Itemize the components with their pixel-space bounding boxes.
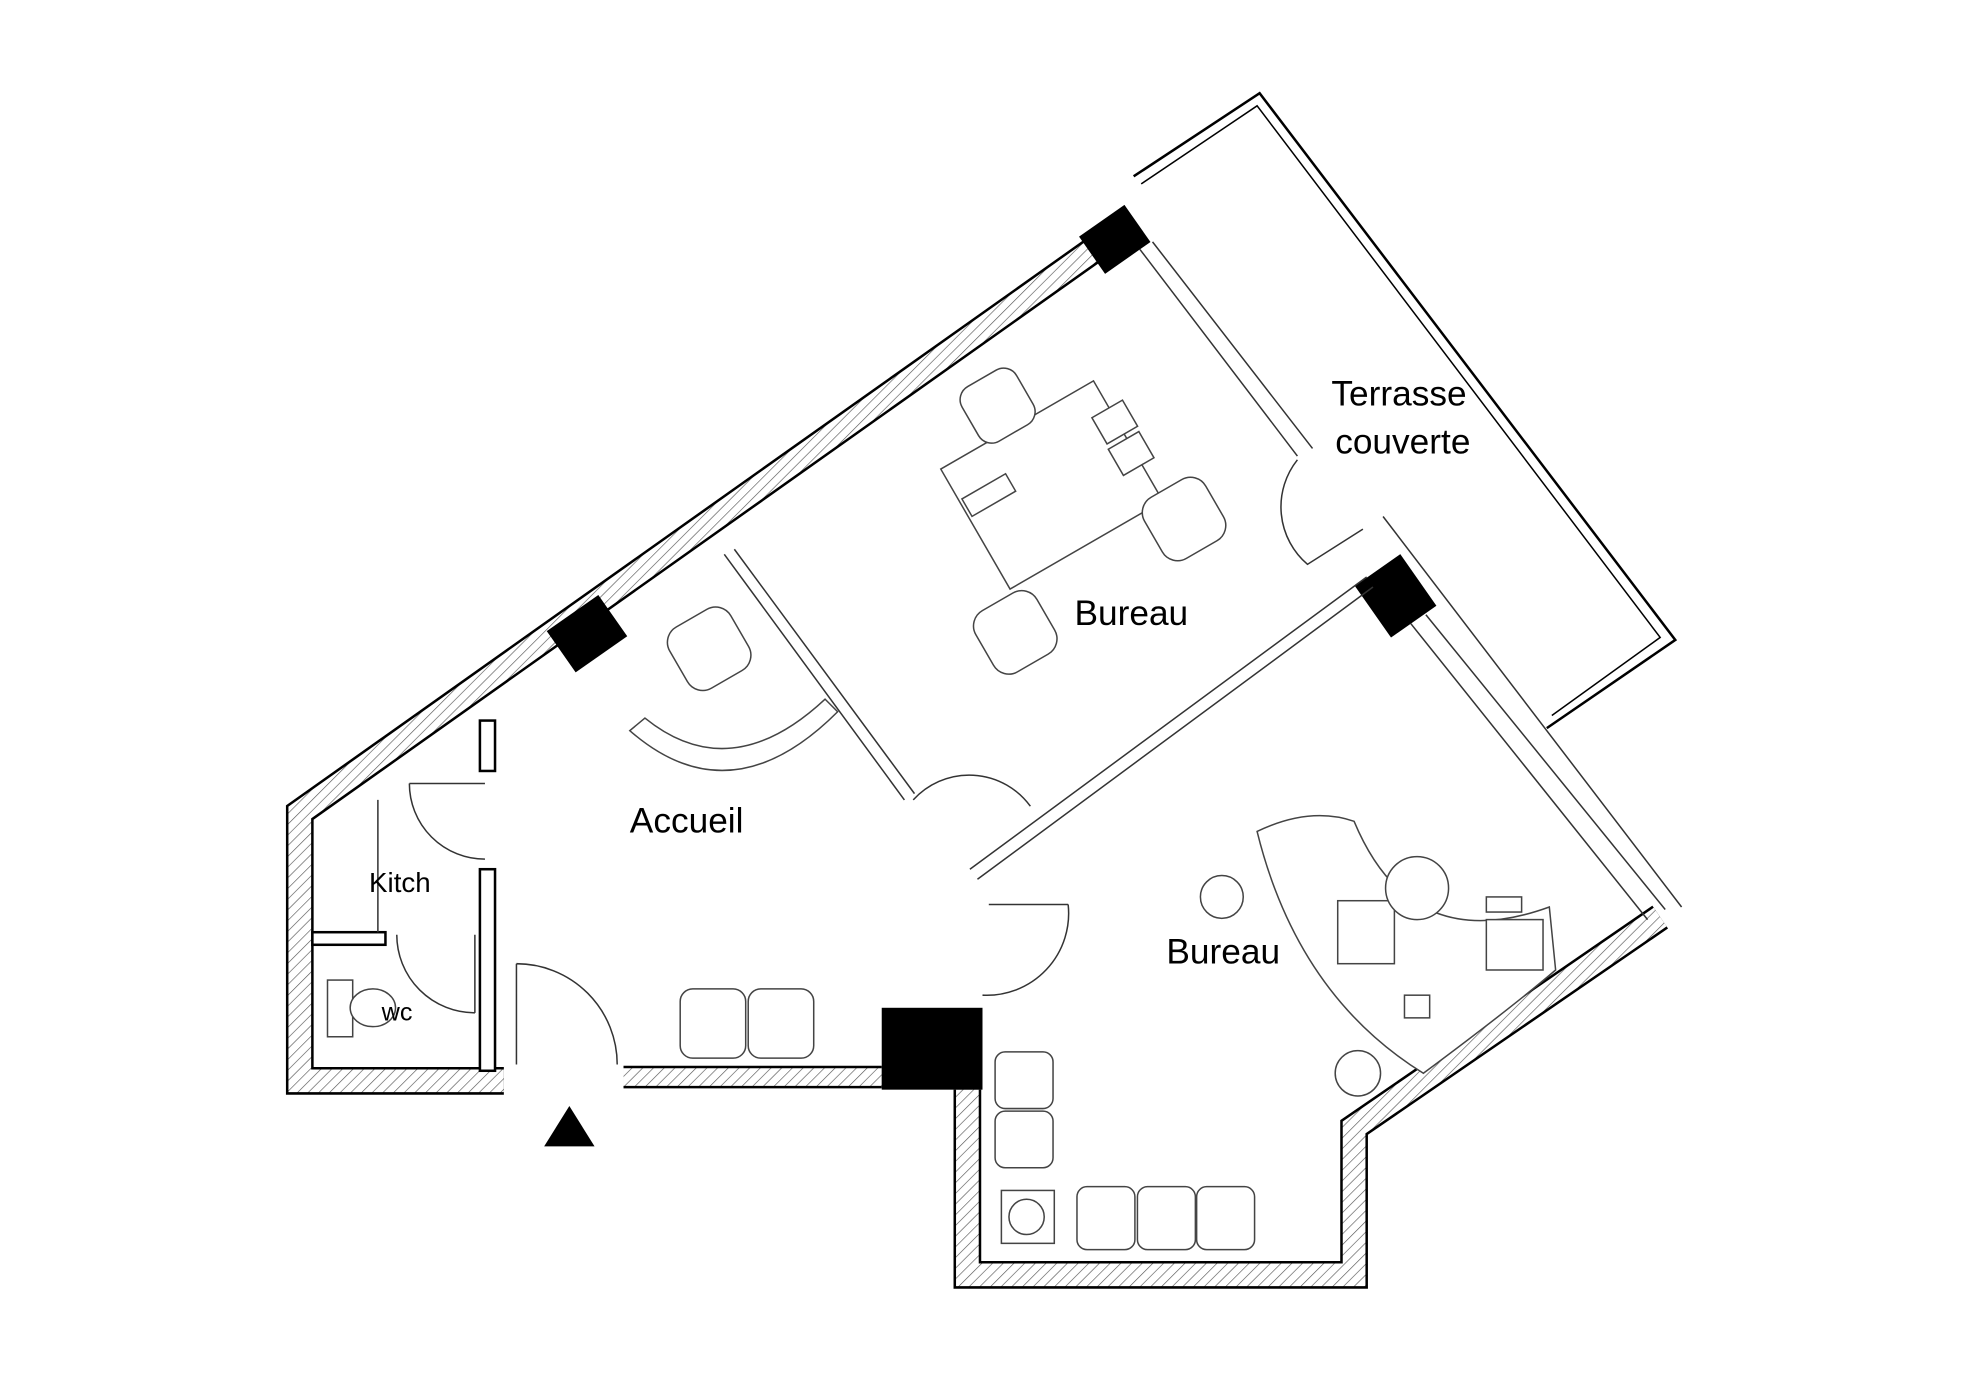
entrance-arrow-icon xyxy=(544,1106,595,1147)
walls xyxy=(285,228,1669,1289)
label-office-top: Bureau xyxy=(1074,594,1188,633)
label-reception: Accueil xyxy=(630,802,744,841)
label-terrace-line1: Terrasse xyxy=(1331,375,1466,414)
furniture xyxy=(326,367,1557,1251)
doors xyxy=(396,459,1364,1065)
pillars xyxy=(546,204,1437,1090)
label-office-bottom: Bureau xyxy=(1166,933,1280,972)
label-kitchen: Kitch xyxy=(369,867,431,898)
glazing xyxy=(723,241,1683,921)
label-terrace-line2: couverte xyxy=(1335,423,1470,462)
label-wc: wc xyxy=(381,998,413,1026)
terrace-outline xyxy=(1132,91,1678,730)
